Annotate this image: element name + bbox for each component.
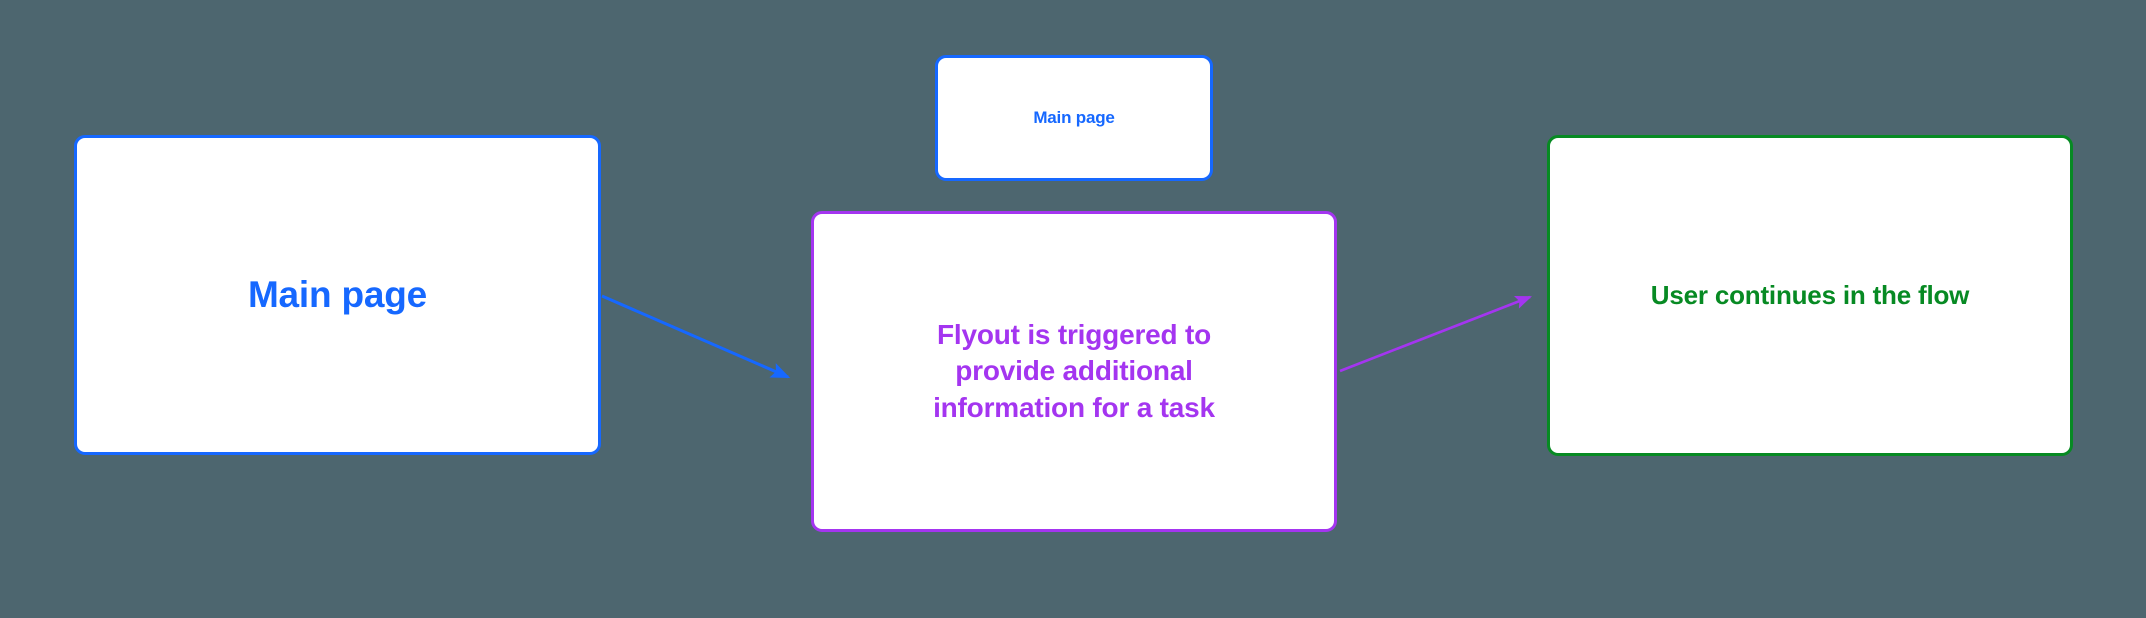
node-main-page-small[interactable]: Main page	[935, 55, 1213, 181]
node-flyout-label: Flyout is triggered to provide additiona…	[933, 318, 1215, 423]
node-user-continues-label: User continues in the flow	[1650, 279, 1970, 310]
node-flyout[interactable]: Flyout is triggered to provide additiona…	[811, 211, 1337, 532]
connector-main-page-to-flyout	[601, 294, 791, 379]
node-user-continues[interactable]: User continues in the flow	[1547, 135, 2073, 456]
connector-flyout-to-user-continues	[1339, 295, 1532, 373]
node-main-page-small-label: Main page	[1033, 108, 1115, 128]
node-main-page-large-label: Main page	[247, 274, 428, 316]
node-main-page-large[interactable]: Main page	[74, 135, 601, 455]
